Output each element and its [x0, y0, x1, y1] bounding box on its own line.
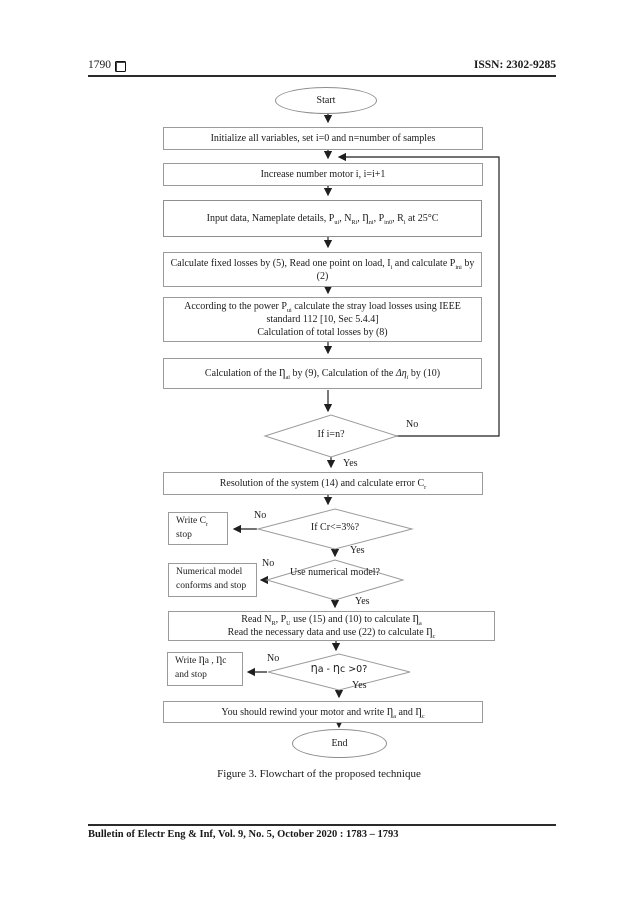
process-resolution: Resolution of the system (14) and calcul… [163, 472, 483, 495]
process-read-data-text: Read NR, PU use (15) and (10) to calcula… [227, 614, 436, 640]
process-input-data-text: Input data, Nameplate details, Pui, NRi,… [206, 213, 439, 226]
decision-eta-compare-text: Ƞa - Ƞc >0? [310, 664, 368, 675]
edge-label-yes-i-equals-n: Yes [343, 458, 358, 469]
end-terminator: End [292, 729, 387, 758]
process-efficiency-calc-text: Calculation of the Ƞai by (9), Calculati… [204, 368, 441, 381]
process-fixed-losses-text: Calculate fixed losses by (5), Read one … [170, 257, 475, 282]
process-resolution-text: Resolution of the system (14) and calcul… [219, 478, 427, 491]
decision-i-equals-n-text: If i=n? [317, 429, 345, 440]
process-rewind: You should rewind your motor and write Ƞ… [163, 701, 483, 723]
edge-label-yes-cr: Yes [350, 545, 365, 556]
edge-label-no-eta: No [267, 653, 280, 664]
decision-diamond-eta-compare [267, 653, 411, 691]
process-initialize: Initialize all variables, set i=0 and n=… [163, 127, 483, 150]
end-label: End [331, 738, 348, 749]
header-rule [88, 75, 556, 77]
process-initialize-text: Initialize all variables, set i=0 and n=… [210, 133, 436, 144]
edge-label-no-loop: No [406, 419, 419, 430]
page-number: 1790 [88, 59, 111, 71]
decision-cr-check-text: If Cr<=3%? [310, 522, 360, 533]
edge-label-no-model: No [262, 558, 275, 569]
decision-diamond-cr-check [256, 508, 414, 550]
decision-use-model-text: Use numerical model? [290, 567, 380, 578]
process-increase-motor-text: Increase number motor i, i=i+1 [260, 169, 386, 180]
start-label: Start [316, 95, 336, 106]
footer-rule [88, 824, 556, 826]
process-read-data: Read NR, PU use (15) and (10) to calcula… [168, 611, 495, 641]
process-efficiency-calc: Calculation of the Ƞai by (9), Calculati… [163, 358, 482, 389]
footer-citation: Bulletin of Electr Eng & Inf, Vol. 9, No… [88, 829, 399, 840]
issn-label: ISSN: 2302-9285 [473, 59, 556, 71]
process-input-data: Input data, Nameplate details, Pui, NRi,… [163, 200, 482, 237]
process-fixed-losses: Calculate fixed losses by (5), Read one … [163, 252, 482, 287]
decision-diamond-i-equals-n [263, 414, 399, 458]
edge-label-yes-model: Yes [355, 596, 370, 607]
checkbox-icon [115, 61, 126, 72]
start-terminator: Start [275, 87, 377, 114]
edge-label-no-cr: No [254, 510, 267, 521]
edge-label-yes-eta: Yes [352, 680, 367, 691]
decision-diamond-use-model [265, 559, 405, 601]
figure-caption: Figure 3. Flowchart of the proposed tech… [217, 768, 421, 780]
process-rewind-text: You should rewind your motor and write Ƞ… [221, 706, 425, 720]
process-increase-motor: Increase number motor i, i=i+1 [163, 163, 483, 186]
process-stray-losses: According to the power Pui calculate the… [163, 297, 482, 342]
process-stray-losses-text: According to the power Pui calculate the… [184, 301, 461, 338]
